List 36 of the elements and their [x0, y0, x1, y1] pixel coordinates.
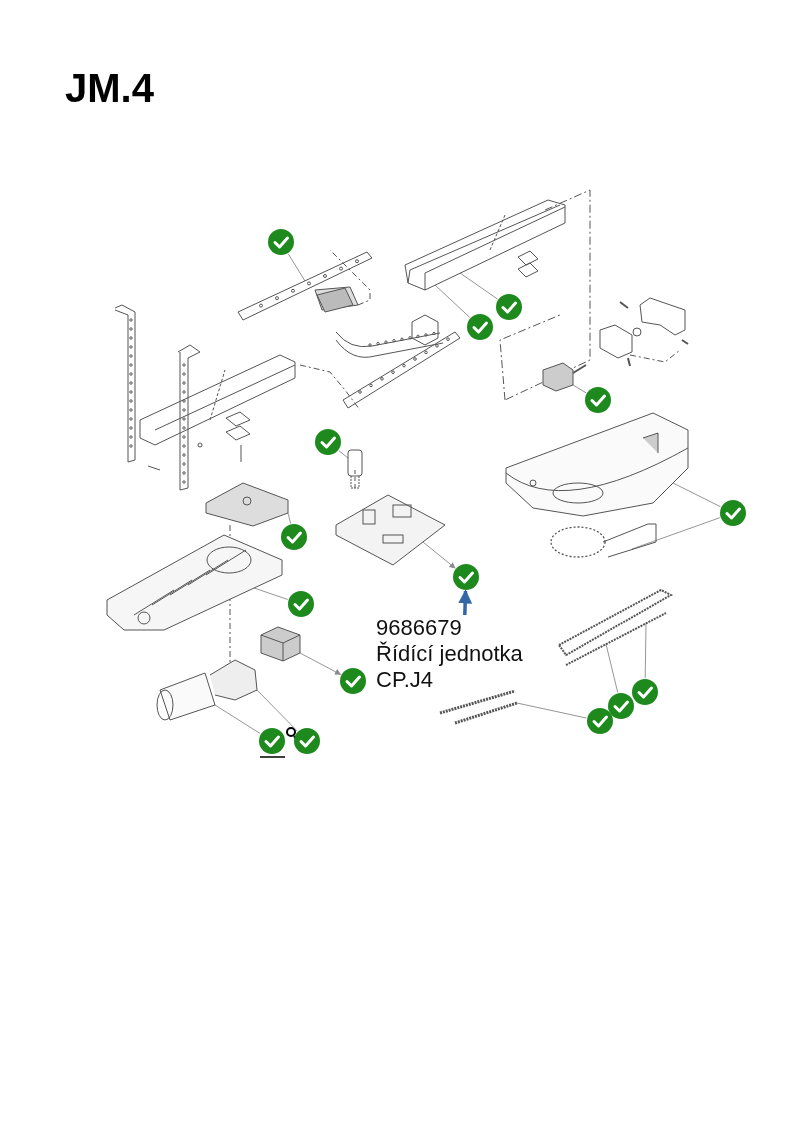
check-icon — [268, 229, 294, 255]
part-drawing — [258, 623, 303, 663]
check-icon — [340, 668, 366, 694]
leader-line — [459, 272, 498, 300]
check-icon — [281, 524, 307, 550]
check-icon — [259, 728, 285, 754]
leader-line — [631, 517, 721, 550]
leader-line — [516, 702, 587, 719]
leader-line — [338, 450, 349, 459]
arrow — [458, 589, 473, 616]
check-icon — [453, 564, 479, 590]
check-icon — [467, 314, 493, 340]
check-icon — [288, 591, 314, 617]
check-icon — [632, 679, 658, 705]
leader-line — [605, 643, 619, 693]
check-icon — [294, 728, 320, 754]
leader-line — [214, 704, 261, 734]
leader-line — [644, 622, 647, 679]
part-label: Řídící jednotka — [376, 641, 524, 667]
leader-line — [572, 384, 587, 394]
check-icon — [315, 429, 341, 455]
check-icon — [608, 693, 634, 719]
leader-line — [287, 253, 306, 282]
leader-line — [253, 587, 289, 600]
check-icon — [496, 294, 522, 320]
part-label: CP.J4 — [376, 667, 435, 693]
part-label: 9686679 — [376, 615, 463, 641]
leader-line — [672, 482, 721, 508]
part-drawing — [437, 688, 519, 726]
leader-line — [287, 512, 292, 524]
page-title: JM.4 — [65, 66, 154, 111]
check-icon — [720, 500, 746, 526]
check-icon — [585, 387, 611, 413]
leader-line — [434, 284, 471, 318]
leader-line — [256, 689, 298, 732]
check-icon — [587, 708, 613, 734]
